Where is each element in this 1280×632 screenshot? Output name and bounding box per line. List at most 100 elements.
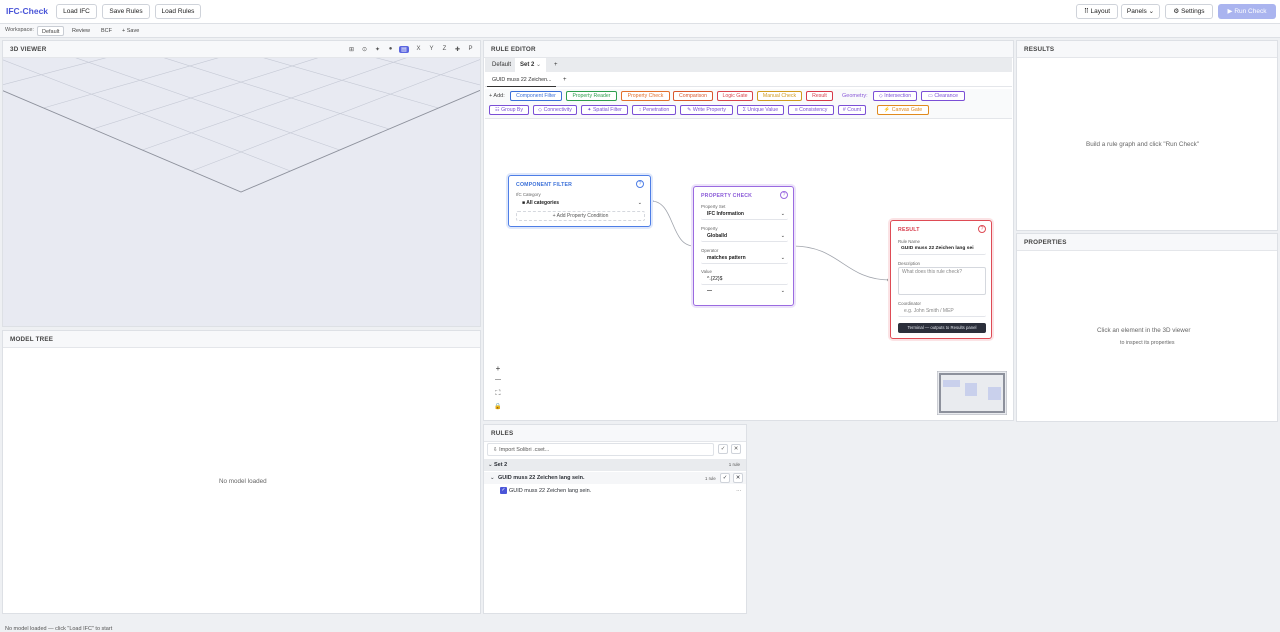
- rule-set-row[interactable]: ⌄ Set 2 1 rule: [484, 459, 746, 471]
- properties-empty: Click an element in the 3D viewer: [1097, 327, 1191, 334]
- save-rules-button[interactable]: Save Rules: [102, 4, 150, 19]
- category-value: ■ All categories: [522, 200, 560, 206]
- chip-unique-value[interactable]: Σ Unique Value: [737, 105, 784, 115]
- workspace-review[interactable]: Review: [72, 28, 91, 34]
- minimap[interactable]: [937, 371, 1007, 415]
- section-icon[interactable]: ▤: [399, 46, 409, 53]
- rule-enabled-checkbox[interactable]: ✓: [500, 487, 507, 494]
- operator-label: Operator: [701, 248, 719, 253]
- chip-connectivity[interactable]: ◇ Connectivity: [533, 105, 577, 115]
- top-bar: IFC-Check Load IFC Save Rules Load Rules…: [0, 0, 1280, 24]
- perspective-button[interactable]: P: [468, 46, 473, 52]
- extra-value: —: [707, 288, 712, 294]
- workspace-save[interactable]: + Save: [122, 28, 140, 34]
- chevron-down-icon: ⌄: [637, 200, 642, 206]
- extra-select[interactable]: —⌄: [701, 287, 788, 297]
- workspace-default[interactable]: Default: [37, 26, 65, 36]
- zoom-in-button[interactable]: +: [495, 364, 501, 373]
- chip-group-by[interactable]: ☷ Group By: [489, 105, 529, 115]
- chip-canvas-gate[interactable]: ⚡ Canvas Gate: [877, 105, 929, 115]
- tab-set-2[interactable]: Set 2 ⌄: [515, 58, 547, 72]
- chip-property-check[interactable]: Property Check: [621, 91, 670, 101]
- chip-logic-gate[interactable]: Logic Gate: [717, 91, 753, 101]
- crosshair-icon[interactable]: ✚: [454, 47, 461, 53]
- close-icon[interactable]: ✕: [733, 473, 743, 483]
- rule-item-row[interactable]: ✓ GUID muss 22 Zeichen lang sein. …: [484, 485, 746, 497]
- chevron-down-icon[interactable]: ⌄: [536, 62, 542, 68]
- add-rule-button[interactable]: +: [563, 77, 567, 83]
- value-input[interactable]: ^.{22}$: [701, 275, 788, 285]
- add-set-button[interactable]: +: [554, 62, 558, 68]
- chip-manual-check[interactable]: Manual Check: [757, 91, 802, 101]
- viewer-panel: 3D VIEWER ⊞ ⊙ ✦ ● ▤ X Y Z ✚ P: [2, 40, 481, 327]
- dot-icon[interactable]: ●: [388, 46, 393, 52]
- chip-write-property[interactable]: ✎ Write Property: [680, 105, 733, 115]
- property-select[interactable]: GlobalId⌄: [701, 232, 788, 242]
- target-icon[interactable]: ⊙: [361, 47, 368, 53]
- zoom-out-button[interactable]: —: [495, 377, 501, 383]
- rule-name-input[interactable]: GUID muss 22 Zeichen lang sei: [898, 245, 986, 255]
- coordinator-input[interactable]: e.g. John Smith / MEP: [898, 307, 986, 317]
- settings-button[interactable]: ⚙ Settings: [1165, 4, 1213, 19]
- add-property-condition-button[interactable]: + Add Property Condition: [516, 211, 645, 221]
- axis-y-button[interactable]: Y: [429, 46, 434, 52]
- results-panel: RESULTS Build a rule graph and click "Ru…: [1016, 40, 1278, 231]
- lock-button[interactable]: 🔒: [494, 404, 502, 410]
- pset-label: Property Set: [701, 204, 726, 209]
- chip-result[interactable]: Result: [806, 91, 833, 101]
- run-check-button[interactable]: ▶ Run Check: [1218, 4, 1276, 19]
- viewer-canvas[interactable]: [3, 58, 480, 326]
- grid-icon: ⠿: [1083, 8, 1089, 15]
- operator-select[interactable]: matches pattern ⌄: [701, 254, 788, 264]
- load-ifc-button[interactable]: Load IFC: [56, 4, 97, 19]
- workspace-bcf[interactable]: BCF: [101, 28, 112, 34]
- result-node[interactable]: RESULT ? Rule Name GUID muss 22 Zeichen …: [890, 220, 992, 339]
- help-icon[interactable]: ?: [978, 225, 986, 233]
- rule-editor-panel: RULE EDITOR Default Set 2 ⌄ + GUID muss …: [483, 40, 1014, 421]
- terminal-badge: Terminal — outputs to Results panel: [898, 323, 986, 333]
- property-check-node[interactable]: PROPERTY CHECK ? Property Set IFC Inform…: [693, 186, 794, 306]
- description-textarea[interactable]: What does this rule check?: [898, 267, 986, 295]
- chip-spatial-filter[interactable]: ✦ Spatial Filter: [581, 105, 628, 115]
- chip-comparison[interactable]: Comparison: [673, 91, 713, 101]
- chip-intersection[interactable]: ◇ Intersection: [873, 91, 917, 101]
- chip-consistency[interactable]: ≡ Consistency: [788, 105, 834, 115]
- properties-panel: PROPERTIES Click an element in the 3D vi…: [1016, 233, 1278, 422]
- node-palette: + Add: Component Filter Property Reader …: [485, 89, 1012, 119]
- check-icon[interactable]: ✓: [718, 444, 728, 454]
- workspace-label: Workspace:: [5, 27, 34, 33]
- sun-icon[interactable]: ✦: [374, 47, 381, 53]
- operator-value: matches pattern: [707, 255, 746, 261]
- chip-count[interactable]: # Count: [838, 105, 866, 115]
- chip-penetration[interactable]: ↕ Penetration: [632, 105, 676, 115]
- layout-button[interactable]: ⠿ Layout: [1076, 4, 1118, 19]
- check-icon[interactable]: ✓: [720, 473, 730, 483]
- rule-group-row[interactable]: ⌄ GUID muss 22 Zeichen lang sein. 1 rule…: [484, 472, 746, 484]
- layout-label: Layout: [1090, 8, 1111, 15]
- grid-view-icon[interactable]: ⊞: [348, 47, 355, 53]
- property-value: GlobalId: [707, 233, 727, 239]
- chip-component-filter[interactable]: Component Filter: [510, 91, 562, 101]
- help-icon[interactable]: ?: [780, 191, 788, 199]
- app-brand: IFC-Check: [6, 6, 49, 16]
- pset-select[interactable]: IFC Information⌄: [701, 210, 788, 220]
- status-bar: No model loaded — click "Load IFC" to st…: [0, 622, 1280, 632]
- chevron-down-icon: ⌄: [780, 255, 785, 261]
- import-solibri-button[interactable]: ⇩ Import Solibri .cset...: [487, 443, 714, 456]
- close-icon[interactable]: ✕: [731, 444, 741, 454]
- load-rules-button[interactable]: Load Rules: [155, 4, 201, 19]
- tab-rule-guid[interactable]: GUID muss 22 Zeichen...: [487, 73, 557, 87]
- help-icon[interactable]: ?: [636, 180, 644, 188]
- rule-canvas[interactable]: COMPONENT FILTER ? IfC Category ■ All ca…: [485, 120, 1012, 420]
- component-filter-node[interactable]: COMPONENT FILTER ? IfC Category ■ All ca…: [508, 175, 651, 227]
- tab-default[interactable]: Default: [492, 62, 512, 68]
- axis-z-button[interactable]: Z: [442, 46, 447, 52]
- fit-view-button[interactable]: ⛶: [495, 390, 501, 397]
- axis-x-button[interactable]: X: [416, 46, 421, 52]
- chip-property-reader[interactable]: Property Reader: [566, 91, 617, 101]
- rule-item-menu[interactable]: …: [736, 487, 742, 493]
- panels-button[interactable]: Panels ⌄: [1121, 4, 1160, 19]
- properties-title: PROPERTIES: [1017, 234, 1277, 251]
- chip-clearance[interactable]: ▭ Clearance: [921, 91, 965, 101]
- category-select[interactable]: ■ All categories ⌄: [516, 199, 645, 209]
